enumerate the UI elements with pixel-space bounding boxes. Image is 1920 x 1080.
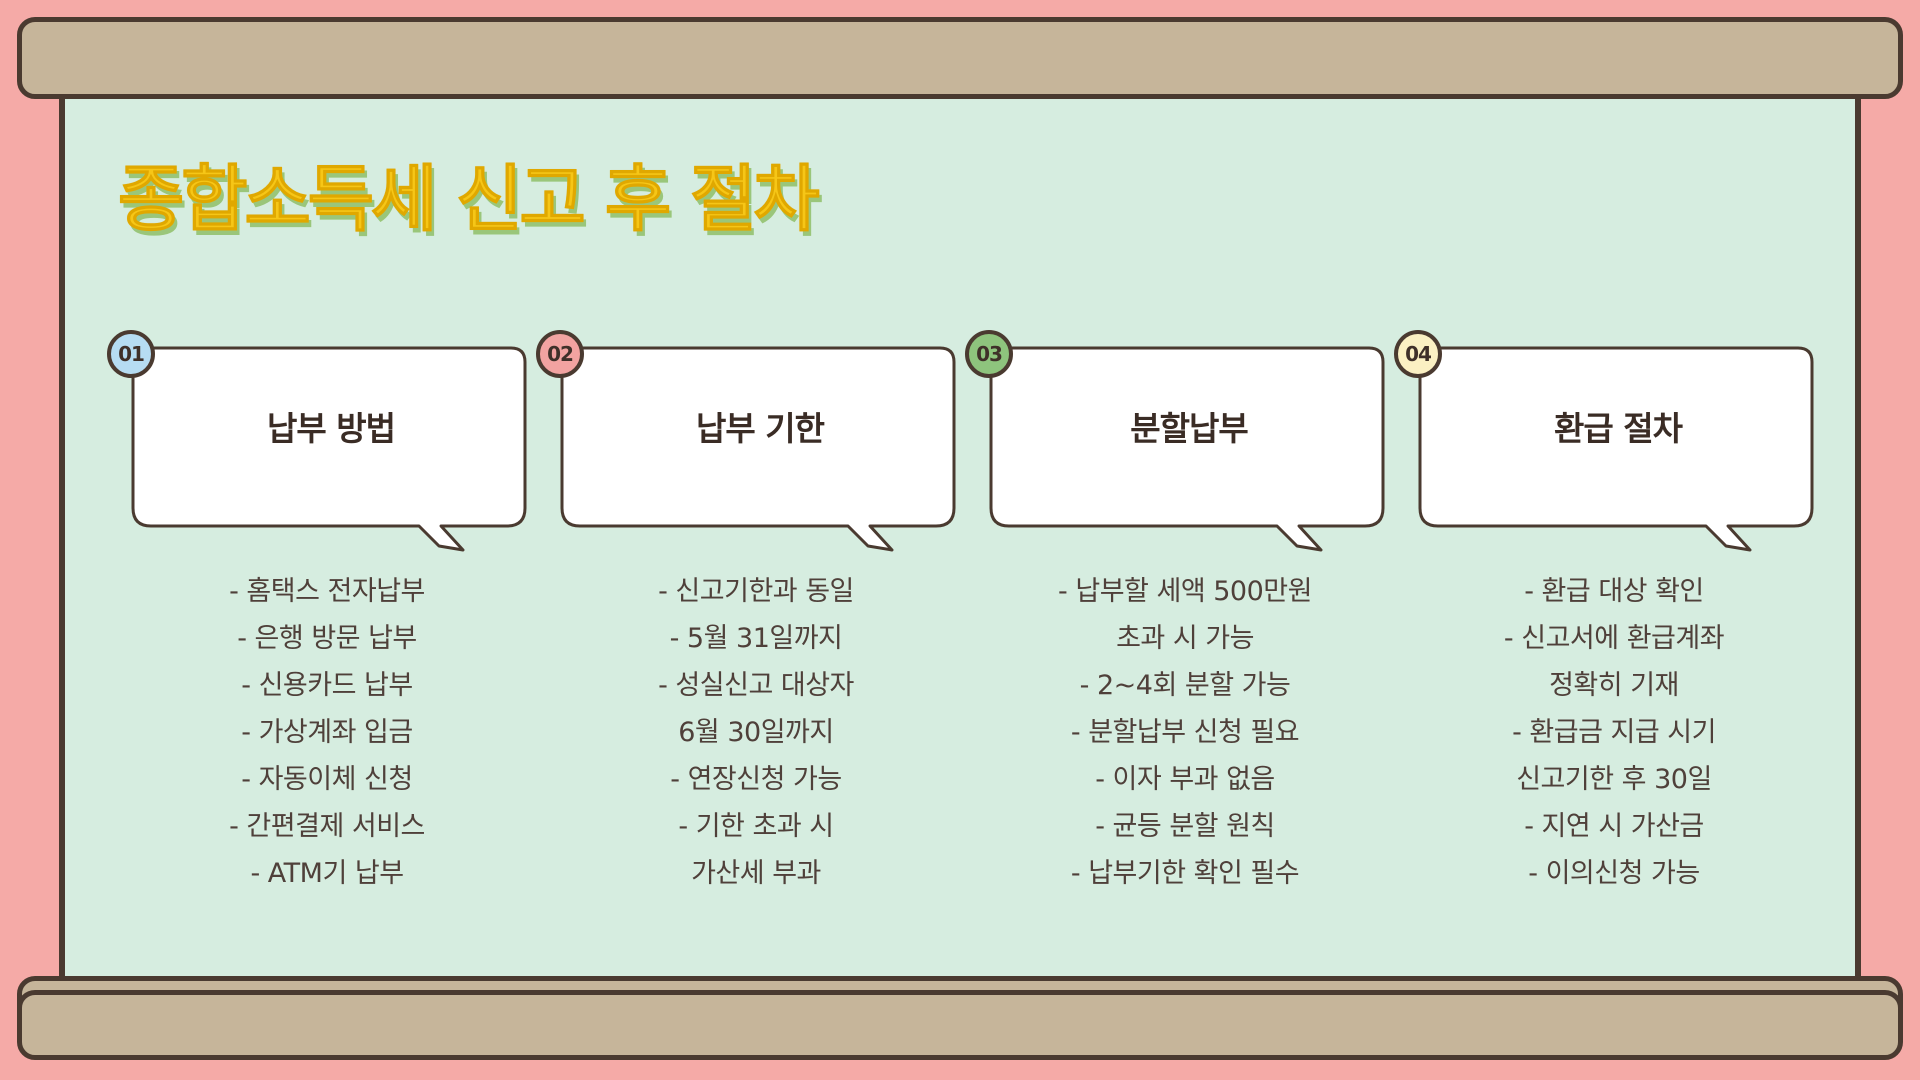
- list-item: - 성실신고 대상자: [658, 670, 854, 701]
- list-item: - 이의신청 가능: [1528, 858, 1700, 889]
- item-list: - 신고기한과 동일 - 5월 31일까지 - 성실신고 대상자 6월 30일까…: [536, 568, 976, 897]
- speech-bubble: 02 납부 기한: [536, 330, 966, 560]
- list-item: - 2~4회 분할 가능: [1079, 670, 1291, 701]
- card-title: 분할납부: [1130, 409, 1248, 448]
- list-item: - 분할납부 신청 필요: [1070, 717, 1300, 748]
- list-item: - 가상계좌 입금: [241, 717, 413, 748]
- page-title: 종합소득세 신고 후 절차: [118, 157, 821, 242]
- item-list: - 납부할 세액 500만원 초과 시 가능 - 2~4회 분할 가능 - 분할…: [965, 568, 1405, 897]
- step-number-badge: 04: [1394, 330, 1442, 378]
- list-item: - 신고서에 환급계좌: [1503, 623, 1725, 654]
- step-number-badge: 03: [965, 330, 1013, 378]
- step-card-4: 04 환급 절차 - 환급 대상 확인 - 신고서에 환급계좌 정확히 기재 -…: [1394, 330, 1824, 890]
- list-item: - 신용카드 납부: [241, 670, 413, 701]
- list-item: 신고기한 후 30일: [1516, 764, 1712, 795]
- list-item: 정확히 기재: [1549, 670, 1679, 701]
- card-title: 납부 기한: [696, 409, 825, 448]
- step-card-1: 01 납부 방법 - 홈택스 전자납부 - 은행 방문 납부 - 신용카드 납부…: [107, 330, 537, 890]
- list-item: - 연장신청 가능: [670, 764, 842, 795]
- list-item: - 지연 시 가산금: [1524, 811, 1704, 842]
- list-item: - 기한 초과 시: [678, 811, 834, 842]
- card-title: 환급 절차: [1554, 409, 1683, 448]
- list-item: - 자동이체 신청: [241, 764, 413, 795]
- list-item: - 간편결제 서비스: [229, 811, 425, 842]
- step-card-3: 03 분할납부 - 납부할 세액 500만원 초과 시 가능 - 2~4회 분할…: [965, 330, 1395, 890]
- list-item: - ATM기 납부: [250, 858, 404, 889]
- scroll-top-rod: [17, 17, 1903, 99]
- speech-bubble: 04 환급 절차: [1394, 330, 1824, 560]
- list-item: - 이자 부과 없음: [1095, 764, 1275, 795]
- list-item: - 홈택스 전자납부: [229, 576, 425, 607]
- list-item: - 환급금 지급 시기: [1512, 717, 1716, 748]
- list-item: - 신고기한과 동일: [658, 576, 854, 607]
- list-item: 6월 30일까지: [678, 717, 834, 748]
- scroll-board: [59, 92, 1861, 992]
- list-item: - 은행 방문 납부: [237, 623, 417, 654]
- list-item: 초과 시 가능: [1116, 623, 1254, 654]
- item-list: - 홈택스 전자납부 - 은행 방문 납부 - 신용카드 납부 - 가상계좌 입…: [107, 568, 547, 897]
- list-item: - 5월 31일까지: [669, 623, 843, 654]
- item-list: - 환급 대상 확인 - 신고서에 환급계좌 정확히 기재 - 환급금 지급 시…: [1394, 568, 1834, 897]
- step-number-badge: 02: [536, 330, 584, 378]
- list-item: 가산세 부과: [691, 858, 821, 889]
- step-number-badge: 01: [107, 330, 155, 378]
- scroll-bottom-rod: [17, 990, 1903, 1060]
- list-item: - 납부기한 확인 필수: [1070, 858, 1300, 889]
- speech-bubble: 03 분할납부: [965, 330, 1395, 560]
- card-title: 납부 방법: [267, 409, 396, 448]
- list-item: - 환급 대상 확인: [1524, 576, 1704, 607]
- list-item: - 납부할 세액 500만원: [1058, 576, 1312, 607]
- step-card-2: 02 납부 기한 - 신고기한과 동일 - 5월 31일까지 - 성실신고 대상…: [536, 330, 966, 890]
- speech-bubble: 01 납부 방법: [107, 330, 537, 560]
- list-item: - 균등 분할 원칙: [1095, 811, 1275, 842]
